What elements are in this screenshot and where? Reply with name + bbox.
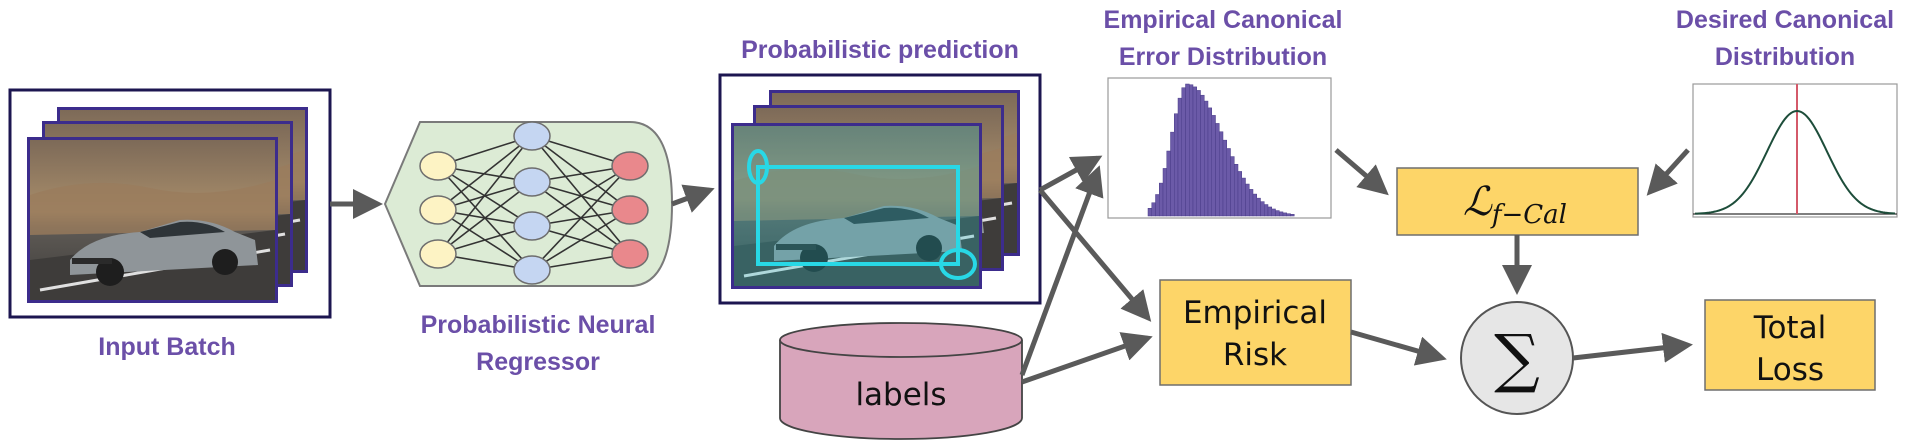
histogram-bar: [1260, 201, 1265, 217]
input-node: [419, 239, 457, 269]
database-cylinder-icon: [779, 322, 1023, 440]
histogram-bar: [1275, 210, 1280, 217]
histogram-bar: [1200, 94, 1205, 217]
histogram-bar: [1249, 189, 1254, 217]
histogram-bar: [1264, 204, 1269, 217]
histogram-bar: [1189, 84, 1194, 217]
histogram-bar: [1170, 131, 1175, 217]
histogram-icon: [1147, 83, 1295, 217]
output-node: [611, 151, 649, 181]
histogram-bar: [1237, 171, 1242, 217]
histogram-bar: [1155, 194, 1160, 217]
regressor-label-line1: Probabilistic Neural: [421, 311, 656, 339]
histogram-bar: [1159, 182, 1164, 217]
histogram-bar: [1211, 115, 1216, 217]
output-node: [611, 239, 649, 269]
empirical-dist-label-line1: Empirical Canonical: [1104, 6, 1343, 34]
predicted-bounding-box: [756, 165, 960, 266]
empirical-risk-label-line2: Risk: [1223, 337, 1287, 373]
fcal-loss-label: ℒf−Cal: [1463, 179, 1567, 230]
input-image-front: [27, 137, 278, 303]
hidden-node: [513, 167, 551, 197]
histogram-bar: [1192, 86, 1197, 217]
histogram-bar: [1282, 212, 1287, 217]
histogram-bar: [1215, 123, 1220, 217]
histogram-bar: [1267, 206, 1272, 217]
fcal-loss-box: [1396, 167, 1639, 236]
histogram-bar: [1204, 100, 1209, 217]
desired-dist-label-line1: Desired Canonical: [1676, 6, 1894, 34]
arrow-network-to-prediction: [671, 184, 715, 213]
uncertainty-ellipse-bottomright: [939, 248, 977, 280]
input-batch-label: Input Batch: [98, 333, 236, 361]
histogram-bar: [1256, 197, 1261, 217]
prediction-image-front: [731, 123, 982, 289]
arrow-prediction-to-empirical-dist: [1038, 155, 1103, 193]
histogram-bar: [1151, 202, 1156, 217]
histogram-bar: [1166, 150, 1171, 217]
histogram-bar: [1185, 83, 1190, 217]
labels-db-label: labels: [855, 377, 946, 413]
sum-symbol: ∑: [1494, 322, 1540, 396]
histogram-bar: [1181, 87, 1186, 217]
input-batch-group: [8, 88, 332, 319]
prediction-group: [718, 73, 1042, 305]
input-node: [419, 151, 457, 181]
empirical-risk-label-line1: Empirical: [1183, 295, 1327, 331]
input-node: [419, 195, 457, 225]
empirical-risk-box: [1159, 279, 1352, 386]
hidden-node: [513, 121, 551, 151]
output-node: [611, 195, 649, 225]
hidden-node: [513, 211, 551, 241]
histogram-bar: [1234, 164, 1239, 217]
histogram-bar: [1226, 148, 1231, 217]
histogram-bar: [1230, 156, 1235, 217]
desired-dist-frame: [1692, 83, 1898, 218]
arrow-labels-to-empirical-dist: [1019, 165, 1104, 376]
arrow-desired-dist-to-fcal: [1646, 148, 1690, 196]
arrow-empirical-risk-to-sum: [1350, 329, 1447, 366]
histogram-bar: [1147, 208, 1152, 217]
histogram-bar: [1279, 211, 1284, 217]
arrow-labels-to-empirical-risk: [1021, 332, 1153, 385]
hidden-node: [513, 255, 551, 285]
histogram-bar: [1162, 168, 1167, 217]
arrow-empirical-dist-to-fcal: [1334, 148, 1389, 196]
histogram-bar: [1241, 177, 1246, 217]
histogram-bar: [1271, 208, 1276, 217]
histogram-bar: [1252, 193, 1257, 217]
histogram-bar: [1245, 183, 1250, 217]
histogram-bar: [1207, 107, 1212, 217]
uncertainty-ellipse-topleft: [747, 149, 769, 185]
desired-dist-label-line2: Distribution: [1715, 43, 1855, 71]
total-loss-label-line2: Loss: [1756, 352, 1824, 388]
histogram-bar: [1196, 90, 1201, 217]
histogram-bar: [1219, 131, 1224, 217]
prob-prediction-label: Probabilistic prediction: [741, 36, 1019, 64]
histogram-bar: [1177, 97, 1182, 217]
neural-network-icon: [383, 121, 674, 287]
gaussian-curve-icon: [1694, 109, 1896, 215]
regressor-label-line2: Regressor: [476, 348, 600, 376]
histogram-bar: [1290, 214, 1295, 217]
arrow-sum-to-total-loss: [1572, 332, 1693, 363]
empirical-dist-label-line2: Error Distribution: [1119, 43, 1327, 71]
histogram-bar: [1286, 213, 1291, 217]
arrow-prediction-to-empirical-risk: [1038, 188, 1152, 322]
histogram-bar: [1222, 139, 1227, 217]
total-loss-box: [1704, 299, 1876, 391]
total-loss-label-line1: Total: [1753, 310, 1826, 346]
histogram-bar: [1174, 113, 1179, 217]
